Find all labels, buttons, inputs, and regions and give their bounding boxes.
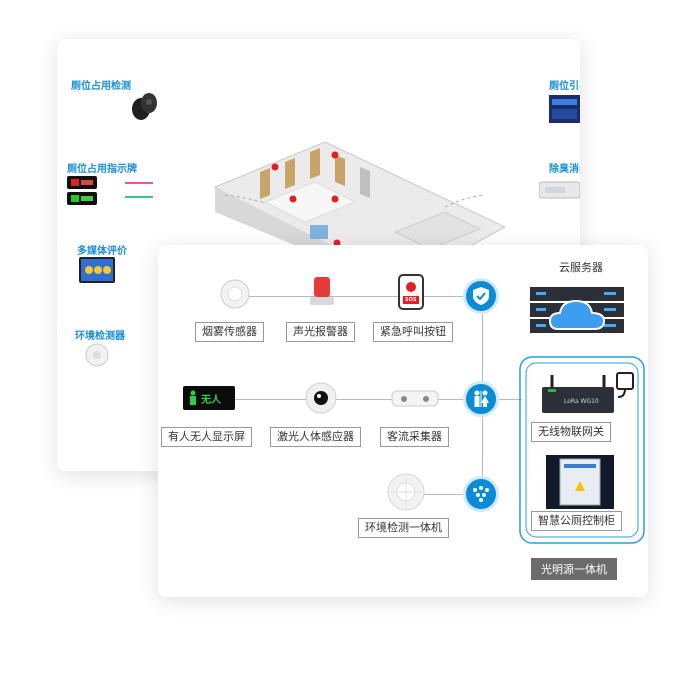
integrated-unit-tag: 光明源一体机 (531, 558, 617, 580)
cloud-dots-icon (473, 486, 489, 502)
label-stall-guide: 厕位引导 (549, 81, 580, 92)
env-monitor-icon (387, 473, 425, 511)
label-gateway: 无线物联网关 (531, 422, 611, 442)
occupancy-sign-icon (67, 176, 153, 205)
restroom-people-icon (474, 390, 489, 407)
label-occupancy-screen: 有人无人显示屏 (161, 427, 252, 447)
stall-guide-screen-icon (549, 95, 580, 123)
sos-button-icon (398, 274, 424, 310)
iot-gateway-icon (542, 375, 614, 413)
label-cloud-server: 云服务器 (559, 261, 603, 274)
power-adapter-icon (616, 372, 634, 398)
display-text: 无人 (201, 395, 221, 406)
connector-row1 (228, 296, 482, 297)
integrated-unit-frame (519, 356, 645, 544)
label-laser-sensor: 激光人体感应器 (270, 427, 361, 447)
label-emergency-button: 紧急呼叫按钮 (373, 322, 453, 342)
connector-to-gateway (482, 399, 522, 400)
people-hub (463, 381, 499, 417)
label-traffic-counter: 客流采集器 (380, 427, 449, 447)
safety-hub (463, 278, 499, 314)
control-cabinet-icon (546, 455, 614, 509)
label-deodorize: 除臭消毒 (549, 164, 580, 175)
connector-row2 (206, 399, 482, 400)
environment-hub (463, 476, 499, 512)
deodorizer-icon (539, 181, 580, 199)
label-occupancy-detection: 厕位占用检测 (71, 81, 131, 92)
label-occupancy-sign: 厕位占用指示牌 (67, 164, 137, 175)
laser-sensor-icon (305, 382, 337, 414)
label-env-monitor: 环境检测一体机 (358, 518, 449, 538)
alarm-siren-icon (310, 277, 334, 305)
label-control-cabinet: 智慧公厕控制柜 (531, 511, 622, 531)
rating-tablet-icon (79, 257, 115, 283)
traffic-counter-icon (391, 390, 439, 407)
label-env-detector: 环境检测器 (75, 331, 125, 342)
occupancy-display: 无人 (183, 386, 235, 410)
connector-row3 (410, 494, 482, 495)
env-detector-icon (85, 343, 109, 367)
label-multimedia-rating: 多媒体评价 (77, 246, 127, 257)
label-smoke-sensor: 烟雾传感器 (195, 322, 264, 342)
sos-text: SOS (405, 297, 417, 303)
cloud-server-icon (530, 287, 624, 333)
occupancy-sensor-icon (132, 93, 157, 120)
gateway-text: LoRa WG10 (564, 398, 599, 405)
smoke-detector-icon (220, 279, 250, 309)
shield-check-icon (473, 287, 489, 305)
system-diagram-panel: 烟雾传感器 声光报警器 SOS 紧急呼叫按钮 无人 有人无人显示屏 激光人体感应… (158, 245, 648, 597)
label-alarm: 声光报警器 (286, 322, 355, 342)
person-icon (190, 390, 196, 405)
